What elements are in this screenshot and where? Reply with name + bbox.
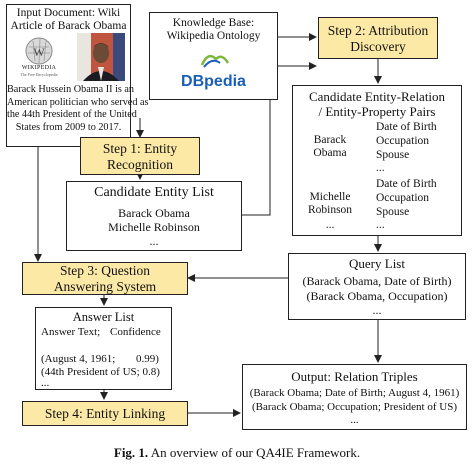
answer-list-title: Answer List [72, 310, 135, 324]
wikipedia-globe-icon: W [25, 37, 53, 65]
candidate-pairs-title-line2: / Entity-Property Pairs [318, 104, 436, 119]
candidate-entity-list-box: Candidate Entity List Barack Obama Miche… [66, 181, 242, 251]
step4-label: Step 4: Entity Linking [44, 406, 166, 421]
output-triple: ... [350, 414, 359, 426]
answer-header-confidence: Confidence [110, 326, 161, 338]
pair-property: Date of Birth [376, 121, 437, 133]
step2-line1: Step 2: Attribution [327, 23, 429, 38]
input-doc-body-line2: American politician who served as [7, 96, 149, 108]
output-triple: (Barack Obama; Occupation; President of … [252, 401, 457, 413]
wikipedia-logo-sub: The Free Encyclopedia [20, 72, 58, 77]
pair-property: Spouse [376, 149, 410, 161]
step1-line2: Recognition [107, 157, 173, 172]
input-doc-title-line2: Article of Barack Obama [10, 20, 127, 32]
wikipedia-logo-text: WIKIPEDIA [21, 65, 57, 71]
answer-header-text: Answer Text; [41, 326, 101, 338]
query-list-box: Query List (Barack Obama, Date of Birth)… [288, 253, 466, 320]
input-doc-body-line4: States from 2009 to 2017. [15, 121, 122, 133]
answer-row1-text: (August 4, 1961; [41, 353, 116, 365]
step4-entity-linking: Step 4: Entity Linking [22, 401, 188, 426]
pair-entity-label: Michelle [309, 191, 351, 203]
output-triple: (Barack Obama; Date of Birth; August 4, … [249, 387, 460, 399]
candidate-entity-item: Michelle Robinson [108, 220, 200, 234]
step3-line2: Answering System [53, 279, 157, 294]
dbpedia-logo-icon [194, 53, 234, 73]
query-item: (Barack Obama, Date of Birth) [302, 274, 452, 288]
pair-entity-label: Robinson [307, 204, 353, 216]
pair-property: Spouse [376, 206, 410, 218]
step2-line2: Discovery [350, 39, 406, 54]
query-list-title: Query List [349, 256, 405, 271]
pair-property: Occupation [376, 135, 430, 147]
arrow-entities-to-step2 [242, 62, 317, 216]
candidate-pairs-title-line1: Candidate Entity-Relation [308, 89, 446, 104]
kb-title-line1: Knowledge Base: [172, 17, 255, 29]
query-item: ... [372, 303, 382, 317]
input-doc-body-line3: the 44th President of the United [7, 109, 137, 120]
candidate-entity-title: Candidate Entity List [94, 185, 214, 200]
candidate-entity-item: Barack Obama [118, 206, 190, 220]
step1-entity-recognition: Step 1: Entity Recognition [80, 137, 200, 175]
answer-row2: (44th President of US; 0.8) [41, 366, 160, 378]
step2-attribution-discovery: Step 2: Attribution Discovery [318, 17, 438, 59]
candidate-entity-item: ... [149, 234, 159, 248]
answer-trailing-ellipsis: ... [41, 377, 50, 389]
answer-row1-confidence: 0.99) [136, 353, 159, 365]
figure-caption: Fig. 1. An overview of our QA4IE Framewo… [0, 445, 474, 461]
input-doc-title-line1: Input Document: Wiki [16, 7, 121, 19]
svg-text:W: W [33, 45, 45, 59]
pair-entity-label: Obama [313, 147, 347, 159]
output-title: Output: Relation Triples [291, 369, 418, 384]
caption-text: An overview of our QA4IE Framework. [148, 445, 361, 460]
kb-title-line2: Wikipedia Ontology [166, 30, 261, 42]
pair-entity-label: Barack [313, 134, 347, 146]
dbpedia-logo-text: DBpedia [181, 73, 246, 90]
pair-property: Occupation [376, 192, 430, 204]
step3-question-answering: Step 3: Question Answering System [22, 262, 188, 295]
step3-line1: Step 3: Question [60, 263, 150, 278]
pair-property: ... [376, 162, 385, 174]
knowledge-base-box: Knowledge Base: Wikipedia Ontology DBped… [149, 12, 278, 100]
input-doc-body-line1: Barack Hussein Obama II is an [7, 84, 135, 95]
output-relation-triples-box: Output: Relation Triples (Barack Obama; … [242, 364, 467, 430]
query-item: (Barack Obama, Occupation) [306, 289, 448, 303]
answer-list-box: Answer List Answer Text; Confidence (Aug… [35, 307, 172, 390]
pair-property: Date of Birth [376, 178, 437, 190]
input-document-box: Input Document: Wiki Article of Barack O… [6, 4, 149, 147]
candidate-pairs-box: Candidate Entity-Relation / Entity-Prope… [292, 85, 462, 236]
caption-label: Fig. 1. [113, 445, 149, 460]
pair-property: ... [376, 219, 385, 231]
pair-trailing-ellipsis: ... [325, 219, 335, 231]
obama-portrait-image [77, 33, 125, 81]
step1-line1: Step 1: Entity [102, 141, 178, 156]
